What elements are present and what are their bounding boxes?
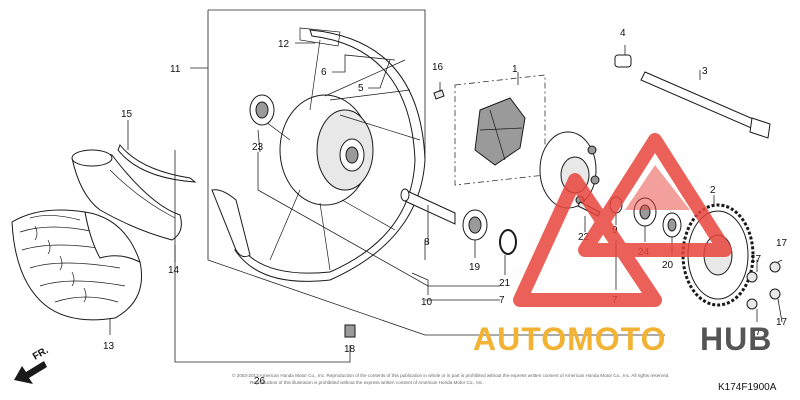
rim-illustration — [211, 27, 426, 282]
tire-illustration — [11, 209, 143, 321]
rear-axle — [640, 71, 771, 139]
callout-17a: 17 — [776, 238, 788, 249]
watermark-brand-part2: HUB — [700, 321, 772, 357]
watermark-brand-part1: AUTOMOTO — [473, 321, 666, 357]
wheel-hub — [249, 39, 421, 271]
left-bearing — [249, 94, 275, 126]
callout-17c: 17 — [750, 327, 762, 338]
callout-26: 26 — [254, 376, 266, 387]
callout-5: 5 — [358, 83, 364, 94]
callout-4: 4 — [620, 28, 626, 39]
triangle-logo-accent — [625, 165, 690, 210]
callout-3: 3 — [702, 66, 708, 77]
watermark-logo — [513, 133, 732, 307]
callout-7b: 7 — [499, 295, 505, 306]
right-bearing — [462, 209, 488, 241]
callout-17b: 17 — [750, 254, 762, 265]
callout-19: 19 — [469, 262, 481, 273]
callout-labels: 1 2 3 4 5 6 7 7 8 9 10 11 12 13 14 15 16… — [103, 28, 788, 387]
callout-2: 2 — [710, 185, 716, 196]
callout-15: 15 — [121, 109, 133, 120]
figure-code: K174F1900A — [718, 382, 777, 393]
damper-rubber — [474, 97, 526, 166]
callout-1: 1 — [512, 64, 518, 75]
callout-22: 22 — [578, 232, 590, 243]
callout-14: 14 — [168, 265, 180, 276]
dust-seal — [662, 212, 682, 238]
front-indicator-label: FR. — [31, 345, 51, 363]
copyright-line-2: Reproduction of this illustration is pro… — [250, 380, 484, 385]
callout-20: 20 — [662, 260, 674, 271]
callout-12: 12 — [278, 39, 290, 50]
copyright-line-1: © 2003-2013 American Honda Motor Co., In… — [232, 372, 669, 378]
callout-17d: 17 — [776, 317, 788, 328]
distance-collar — [400, 188, 456, 225]
callout-16: 16 — [432, 62, 444, 73]
callout-23: 23 — [252, 142, 264, 153]
watermark-text: AUTOMOTO HUB — [473, 321, 772, 357]
valve-nut — [344, 324, 356, 338]
valve-clip — [433, 89, 445, 100]
callout-6: 6 — [321, 67, 327, 78]
triangle-logo-inner — [513, 173, 662, 307]
o-ring — [499, 229, 517, 255]
damper-group-box — [454, 74, 546, 186]
callout-11: 11 — [170, 64, 181, 75]
sprocket-nuts — [746, 261, 781, 310]
callout-8: 8 — [424, 237, 430, 248]
axle-nut — [614, 54, 632, 68]
triangle-logo-outer — [578, 133, 732, 257]
tube-illustration — [71, 149, 182, 241]
callout-10: 10 — [421, 297, 433, 308]
callout-18: 18 — [344, 344, 356, 355]
callout-13: 13 — [103, 341, 115, 352]
rim-band — [117, 144, 197, 183]
front-direction-arrow: FR. — [14, 345, 51, 384]
callout-21: 21 — [499, 278, 511, 289]
leader-lines — [109, 42, 783, 335]
